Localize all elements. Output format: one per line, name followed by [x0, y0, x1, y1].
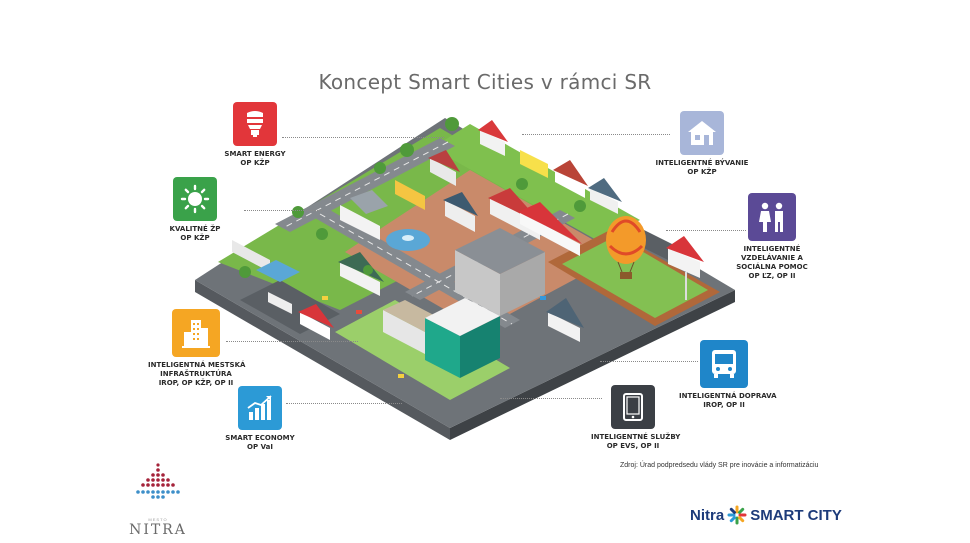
nitra-logo-name: NITRA — [129, 522, 187, 538]
label-line: OP KŽP — [240, 159, 270, 167]
leader-line-sluzby — [500, 398, 602, 399]
label-line: INTELIGENTNÁ MESTSKÁ — [148, 361, 246, 369]
label-line: KVALITNÉ ŽP — [169, 225, 221, 233]
label-line: INTELIGENTNÉ — [743, 245, 801, 253]
label-line: OP ĽZ, OP II — [748, 272, 796, 280]
lightbulb-icon — [233, 102, 277, 146]
label-line: SMART ENERGY — [224, 150, 286, 158]
diagram-title: Koncept Smart Cities v rámci SR — [318, 70, 652, 94]
label-line: INTELIGENTNÉ BÝVANIE — [655, 159, 749, 167]
sun-icon — [173, 177, 217, 221]
label-line: OP KŽP — [687, 168, 717, 176]
nitra-logo-mark — [136, 463, 180, 499]
nitra-city-logo: MESTO NITRA — [126, 462, 190, 538]
label-line: IROP, OP II — [703, 401, 745, 409]
leader-line-zp — [244, 210, 322, 211]
label-line: INFRAŠTRUKTÚRA — [160, 370, 232, 378]
label-line: IROP, OP KŽP, OP II — [158, 379, 234, 387]
smart-city-logo-left: Nitra — [690, 506, 725, 524]
label-line: INTELIGENTNÉ SLUŽBY — [591, 433, 681, 441]
nitra-smart-city-logo: Nitra SMART CITY — [690, 505, 842, 525]
people-icon — [748, 193, 796, 241]
tablet-icon — [611, 385, 655, 429]
label-line: SOCIÁLNA POMOC — [736, 263, 808, 271]
smart-city-logo-right: SMART CITY — [750, 506, 842, 524]
leader-line-economy — [286, 403, 402, 404]
nitra-logo-small-text: MESTO — [148, 517, 168, 522]
leader-line-vzdelavanie — [666, 230, 746, 231]
star-logo-icon — [727, 505, 747, 525]
label-line: OP VaI — [247, 443, 273, 451]
label-line: INTELIGENTNÁ DOPRAVA — [679, 392, 777, 400]
building-icon — [172, 309, 220, 357]
label-line: VZDELÁVANIE A — [741, 254, 803, 262]
leader-line-byvanie — [522, 134, 670, 135]
house-icon — [680, 111, 724, 155]
source-note: Zdroj: Úrad podpredsedu vlády SR pre ino… — [620, 462, 819, 469]
label-line: OP EVS, OP II — [606, 442, 660, 450]
leader-line-energy — [282, 137, 444, 138]
label-line: SMART ECONOMY — [225, 434, 295, 442]
bus-icon — [700, 340, 748, 388]
growth-chart-icon — [238, 386, 282, 430]
label-line: OP KŽP — [180, 234, 210, 242]
leader-line-infra — [226, 341, 358, 342]
leader-line-doprava — [600, 361, 698, 362]
